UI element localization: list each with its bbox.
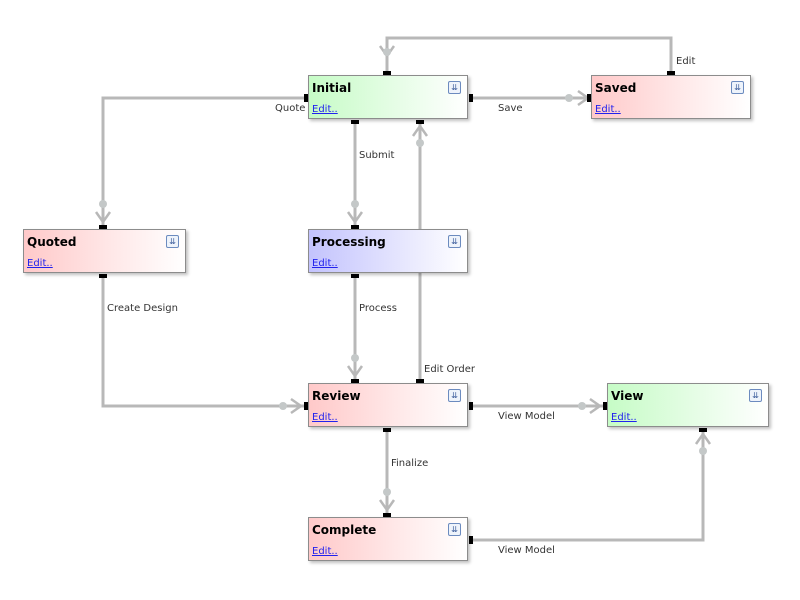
edge-marker [351,354,359,362]
edge-marker [99,200,107,208]
edge-label-save: Save [498,103,523,114]
edge-label-edit: Edit [676,56,696,67]
port [383,513,391,517]
port [416,379,424,383]
edge-edit [385,36,673,73]
edge-label-finalize: Finalize [391,458,429,469]
port [304,402,308,410]
edit-link[interactable]: Edit.. [27,258,53,269]
edge-marker [699,447,707,455]
arrowhead-view-bottom [694,431,712,445]
state-title: Quoted [27,235,77,249]
edit-link[interactable]: Edit.. [595,104,621,115]
state-title: Saved [595,81,637,95]
port [99,274,107,278]
state-node-quoted[interactable]: Quoted ⇊ Edit.. [23,229,186,273]
edit-link[interactable]: Edit.. [312,546,338,557]
arrowhead-processing [346,211,364,225]
port [304,94,308,102]
edge-label-process: Process [359,303,397,314]
edit-link[interactable]: Edit.. [312,258,338,269]
edge-label-edit-order: Edit Order [424,364,475,375]
arrowhead-view-left [589,397,603,415]
state-title: Complete [312,523,377,537]
expand-icon[interactable]: ⇊ [448,81,461,94]
state-title: View [611,389,644,403]
state-node-view[interactable]: View ⇊ Edit.. [607,383,769,427]
port [469,536,473,544]
edge-marker [416,139,424,147]
port [587,94,591,102]
edge-create-design [101,276,306,408]
edge-label-submit: Submit [359,150,395,161]
edge-view-model-2 [471,430,705,542]
edge-marker [578,402,586,410]
edge-label-quote: Quote [275,103,306,114]
edge-label-view-model-1: View Model [498,411,555,422]
edit-link[interactable]: Edit.. [312,104,338,115]
port [416,120,424,124]
edge-marker [351,200,359,208]
state-node-initial[interactable]: Initial ⇊ Edit.. [308,75,468,119]
edge-marker [279,402,287,410]
arrowhead-review-left [290,397,304,415]
port [603,402,607,410]
port [383,428,391,432]
port [469,94,473,102]
expand-icon[interactable]: ⇊ [166,235,179,248]
state-node-complete[interactable]: Complete ⇊ Edit.. [308,517,468,561]
state-title: Initial [312,81,352,95]
expand-icon[interactable]: ⇊ [448,523,461,536]
port [99,225,107,229]
edge-quote [101,96,306,227]
expand-icon[interactable]: ⇊ [731,81,744,94]
state-title: Review [312,389,361,403]
state-node-review[interactable]: Review ⇊ Edit.. [308,383,468,427]
expand-icon[interactable]: ⇊ [448,235,461,248]
state-title: Processing [312,235,386,249]
expand-icon[interactable]: ⇊ [448,389,461,402]
arrowhead-complete [378,499,396,513]
port [351,120,359,124]
port [699,428,707,432]
edge-marker [383,48,391,56]
edge-marker [383,488,391,496]
state-node-saved[interactable]: Saved ⇊ Edit.. [591,75,751,119]
arrowhead-quoted [94,211,112,225]
edge-label-view-model-2: View Model [498,545,555,556]
port [667,71,675,75]
port [351,225,359,229]
edge-marker [565,94,573,102]
arrowhead-review-top [346,365,364,379]
edit-link[interactable]: Edit.. [611,412,637,423]
port [469,402,473,410]
port [383,71,391,76]
port [351,274,359,278]
edit-link[interactable]: Edit.. [312,412,338,423]
state-node-processing[interactable]: Processing ⇊ Edit.. [308,229,468,273]
arrowhead-initial-bottom [411,123,429,137]
edge-label-create-design: Create Design [107,303,178,314]
expand-icon[interactable]: ⇊ [749,389,762,402]
port [351,379,359,383]
